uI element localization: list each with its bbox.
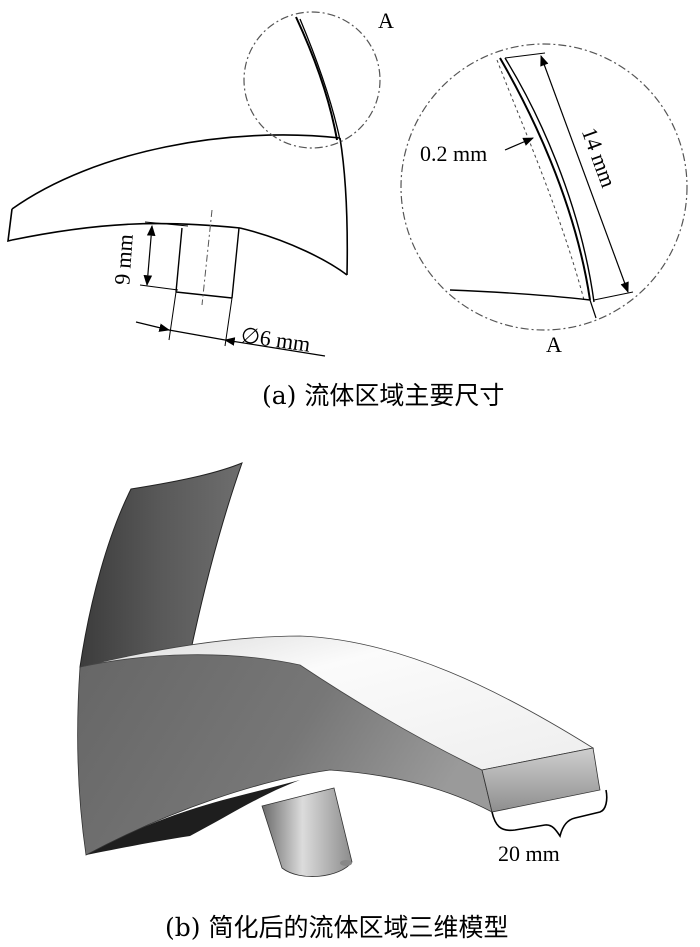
blade-2d-outline xyxy=(7,16,349,276)
width-dimension: 20 mm xyxy=(491,789,608,866)
caption-a: (a) 流体区域主要尺寸 xyxy=(262,381,504,410)
thickness-dimension-label: 0.2 mm xyxy=(420,141,487,166)
width-dimension-label: 20 mm xyxy=(498,841,560,866)
diameter-dimension-label: ∅6 mm xyxy=(239,322,312,356)
caption-b: (b) 简化后的流体区域三维模型 xyxy=(165,913,508,942)
blade-3d xyxy=(79,462,243,668)
detail-circle-large xyxy=(400,43,688,331)
detail-label-top: A xyxy=(378,8,394,33)
nozzle-2d xyxy=(175,209,240,306)
detail-circle-small xyxy=(243,11,381,149)
diameter-dimension: ∅6 mm xyxy=(135,291,326,357)
panel-a: A 9 mm ∅6 mm xyxy=(7,8,688,410)
underside-shadow xyxy=(86,780,300,855)
nozzle-3d xyxy=(261,787,353,877)
height-dimension-label: 9 mm xyxy=(109,233,137,285)
end-face xyxy=(481,747,601,813)
detail-label-bottom: A xyxy=(546,332,562,357)
panel-b: 20 mm (b) 简化后的流体区域三维模型 xyxy=(77,462,608,942)
blade-detail: 14 mm 0.2 mm xyxy=(420,52,634,319)
length-dimension-label: 14 mm xyxy=(577,124,622,191)
height-dimension: 9 mm xyxy=(109,221,189,291)
